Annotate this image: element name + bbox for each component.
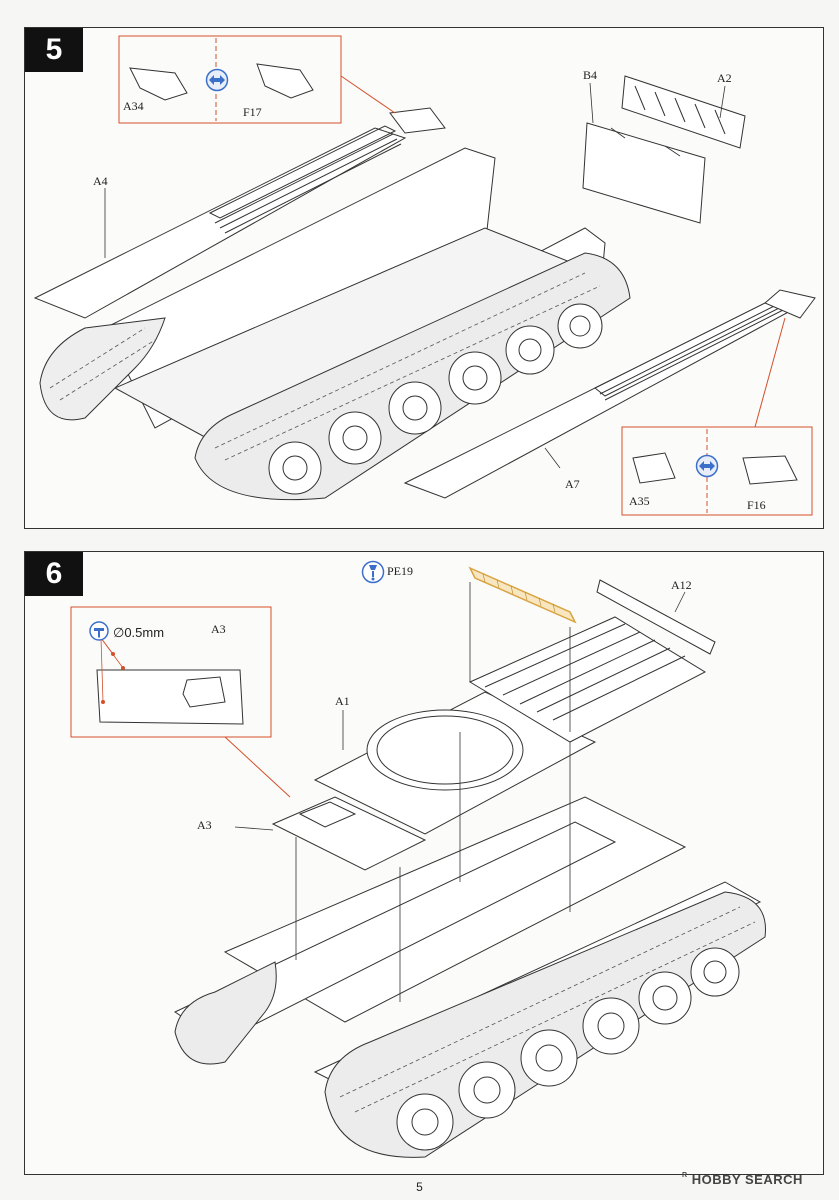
page-number: 5 [416,1180,423,1194]
step-6-panel: 6 [24,551,824,1175]
part-label-a1: A1 [335,694,350,708]
part-label-a3-inset: A3 [211,622,226,636]
part-label-a3: A3 [197,818,212,832]
hobby-search-watermark: R HOBBY SEARCH [682,1172,803,1187]
part-label-a2: A2 [717,71,732,85]
part-label-b4: B4 [583,68,598,82]
step-number: 5 [25,28,83,72]
step-6-illustration [70,566,766,1158]
drill-size-label: ∅0.5mm [113,625,164,641]
drill-icon [89,621,109,641]
mirror-parts-icon [695,454,719,478]
step-5-panel: 5 [24,27,824,529]
part-label-a35: A35 [629,494,650,508]
part-label-a4: A4 [93,174,108,188]
drill-size-value: 0.5mm [124,625,165,640]
part-label-a7: A7 [565,477,580,491]
watermark-brand: HOBBY SEARCH [691,1172,803,1187]
photo-etch-icon [361,560,385,584]
diameter-symbol: ∅ [113,625,125,640]
part-label-a12: A12 [671,578,692,592]
step-5-illustration [33,35,816,516]
watermark-registered-mark: R [682,1172,688,1179]
mirror-parts-icon [205,68,229,92]
part-label-f16: F16 [747,498,766,512]
part-label-pe19: PE19 [387,564,414,578]
step-number: 6 [25,552,83,596]
part-label-f17: F17 [243,105,262,119]
part-label-a34: A34 [123,99,144,113]
